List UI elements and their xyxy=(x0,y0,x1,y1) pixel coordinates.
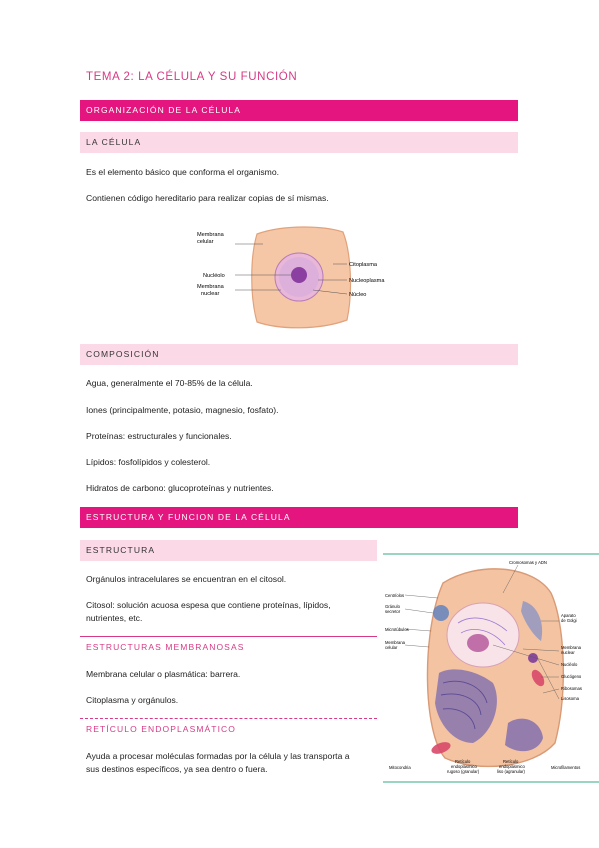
subsection-header-composicion: COMPOSICIÓN xyxy=(80,344,518,365)
label-membrana-nuclear-1: Membrana xyxy=(561,645,582,650)
animal-cell-body xyxy=(426,568,564,768)
paragraph-celula-1: Es el elemento básico que conforma el or… xyxy=(86,167,279,177)
nucleolus-shape xyxy=(467,634,489,652)
secretory-granule-shape xyxy=(433,605,449,621)
lysosome-shape xyxy=(528,653,538,663)
label-nucleolo-2: Nucléolo xyxy=(561,662,578,667)
page-title: TEMA 2: LA CÉLULA Y SU FUNCIÓN xyxy=(86,71,298,83)
label-rer-1: Retículo xyxy=(455,759,471,764)
cell-diagram: Membrana celular Nucléolo Membrana nucle… xyxy=(195,222,410,334)
animal-cell-leaders xyxy=(404,564,560,700)
section-header-organizacion: ORGANIZACIÓN DE LA CÉLULA xyxy=(80,100,518,121)
subsection-header-membranosas: ESTRUCTURAS MEMBRANOSAS xyxy=(86,642,245,652)
paragraph-celula-2: Contienen código hereditario para realiz… xyxy=(86,193,329,203)
paragraph-comp-1: Agua, generalmente el 70-85% de la célul… xyxy=(86,378,253,388)
rough-er-shape xyxy=(435,669,497,743)
label-nucleolo: Nucléolo xyxy=(203,273,225,279)
paragraph-comp-2: Iones (principalmente, potasio, magnesio… xyxy=(86,405,279,415)
label-glucogeno: Glucógeno xyxy=(561,674,582,679)
animal-cell-diagram: Cromosomas y ADN Centríolos Gránulo secr… xyxy=(383,553,599,783)
paragraph-estr-2b: nutrientes, etc. xyxy=(86,613,143,623)
label-ribosomas: Ribosomas xyxy=(561,686,582,691)
mitochondria-group xyxy=(431,669,545,754)
divider-membranosas xyxy=(80,636,377,637)
label-membrana-celular-1: Membrana xyxy=(197,232,225,238)
label-rer-2: endoplásmico xyxy=(451,764,478,769)
paragraph-comp-3: Proteínas: estructurales y funcionales. xyxy=(86,431,232,441)
label-membrana-nuclear-1: Membrana xyxy=(197,284,225,290)
cell-diagram-leaders xyxy=(235,243,348,295)
paragraph-estr-1: Orgánulos intracelulares se encuentran e… xyxy=(86,574,287,584)
paragraph-memb-1: Membrana celular o plasmática: barrera. xyxy=(86,669,241,679)
paragraph-ret-1a: Ayuda a procesar moléculas formadas por … xyxy=(86,751,350,761)
smooth-er-shape xyxy=(505,718,543,752)
label-golgi-2: de Golgi xyxy=(561,618,577,623)
rough-er-folds xyxy=(440,680,488,730)
chromatin-lines xyxy=(457,617,508,646)
label-ser-3: liso (agranular) xyxy=(497,769,526,774)
paragraph-estr-2a: Citosol: solución acuosa espesa que cont… xyxy=(86,600,331,610)
label-ser-1: Retículo xyxy=(503,759,519,764)
label-centriolos: Centríolos xyxy=(385,593,404,598)
label-membrana-1: Membrana xyxy=(385,640,406,645)
label-nucleo: Núcleo xyxy=(349,292,366,298)
label-nucleoplasma: Nucleoplasma xyxy=(349,278,385,284)
label-golgi-1: Aparato xyxy=(561,613,576,618)
subsection-header-reticulo: RETÍCULO ENDOPLASMÁTICO xyxy=(86,724,236,734)
label-citoplasma: Citoplasma xyxy=(349,262,378,268)
label-microtubulos: Microtúbulos xyxy=(385,627,409,632)
paragraph-comp-4: Lípidos: fosfolípidos y colesterol. xyxy=(86,457,211,467)
label-cromosomas: Cromosomas y ADN xyxy=(509,560,547,565)
cell-nucleolus-shape xyxy=(291,267,307,283)
label-membrana-nuclear-2: nuclear xyxy=(201,291,219,297)
paragraph-comp-5: Hidratos de carbono: glucoproteínas y nu… xyxy=(86,483,274,493)
label-mitocondria: Mitocondria xyxy=(389,765,411,770)
label-granulo-1: Gránulo xyxy=(385,604,401,609)
label-membrana-nuclear-2: nuclear xyxy=(561,650,575,655)
section-header-estructura-funcion: ESTRUCTURA Y FUNCION DE LA CÉLULA xyxy=(80,507,518,528)
label-membrana-2: celular xyxy=(385,645,398,650)
paragraph-ret-1b: sus destinos específicos, ya sea dentro … xyxy=(86,764,268,774)
subsection-header-estructura: ESTRUCTURA xyxy=(80,540,377,561)
label-lisosoma: Lisosoma xyxy=(561,696,580,701)
paragraph-memb-2: Citoplasma y orgánulos. xyxy=(86,695,179,705)
label-ser-2: endoplásmico xyxy=(499,764,526,769)
label-microfilamentos: Microfilamentos xyxy=(551,765,580,770)
subsection-header-la-celula: LA CÉLULA xyxy=(80,132,518,153)
label-membrana-celular-2: celular xyxy=(197,239,214,245)
golgi-shape xyxy=(521,601,543,641)
divider-reticulo xyxy=(80,718,377,719)
label-granulo-2: secretor xyxy=(385,609,401,614)
label-rer-3: rugoso (granular) xyxy=(447,769,480,774)
